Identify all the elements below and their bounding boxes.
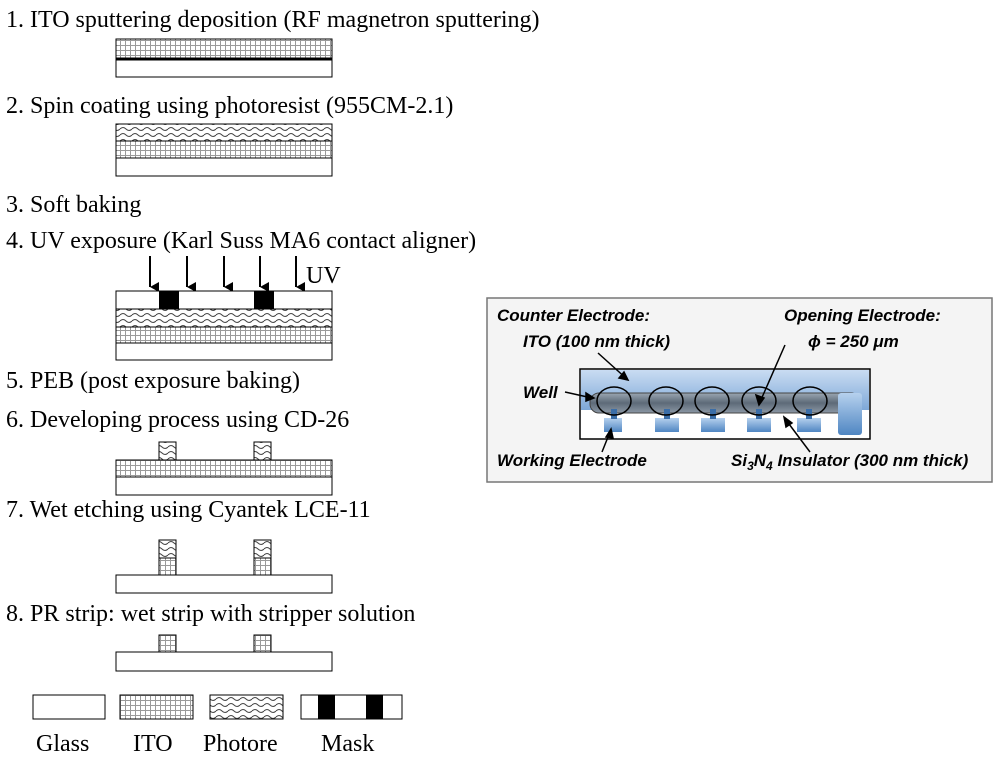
uv-arrows: [149, 256, 305, 292]
legend-ito-swatch: [119, 694, 194, 720]
opening-wells: [596, 386, 828, 416]
step-7-label: 7. Wet etching using Cyantek LCE-11: [6, 497, 371, 523]
legend-glass-label: Glass: [36, 731, 90, 757]
well-label: Well: [523, 383, 558, 402]
mask-opaque-block: [159, 291, 179, 309]
uv-label: UV: [306, 263, 341, 289]
legend-mask-label: Mask: [321, 731, 375, 757]
callout-arrows: [564, 344, 811, 453]
working-electrode-posts: [604, 409, 821, 432]
step-1-label: 1. ITO sputtering deposition (RF magnetr…: [6, 7, 540, 33]
step-2-diagram: [115, 123, 333, 177]
step-7-diagram: [115, 539, 333, 594]
step-6-label: 6. Developing process using CD-26: [6, 407, 350, 433]
legend: [32, 694, 403, 720]
step-5-label: 5. PEB (post exposure baking): [6, 368, 300, 394]
legend-photoresist-swatch: [209, 694, 284, 720]
legend-glass-swatch: [32, 694, 106, 720]
legend-ito-label: ITO: [133, 731, 173, 757]
mask-opaque-block: [254, 291, 274, 309]
step-1-diagram: [115, 38, 333, 78]
step-8-label: 8. PR strip: wet strip with stripper sol…: [6, 601, 416, 627]
opening-diameter-label: ϕ = 250 μm: [808, 332, 899, 351]
legend-photoresist-label: Photore: [203, 731, 278, 757]
device-inset: [486, 297, 993, 483]
opening-electrode-label: Opening Electrode:: [784, 306, 941, 325]
counter-electrode-material-label: ITO (100 nm thick): [523, 332, 671, 351]
step-3-label: 3. Soft baking: [6, 192, 142, 218]
step-4-diagram: [115, 256, 333, 361]
step-6-diagram: [115, 441, 333, 496]
si3n4-insulator-label: Si3N4 Insulator (300 nm thick): [731, 451, 969, 473]
legend-mask-swatch: [300, 694, 403, 720]
working-electrode-label: Working Electrode: [497, 451, 647, 470]
step-8-diagram: [115, 634, 333, 672]
step-2-label: 2. Spin coating using photoresist (955CM…: [6, 93, 454, 119]
counter-electrode-label: Counter Electrode:: [497, 306, 651, 325]
step-4-label: 4. UV exposure (Karl Suss MA6 contact al…: [6, 228, 477, 254]
